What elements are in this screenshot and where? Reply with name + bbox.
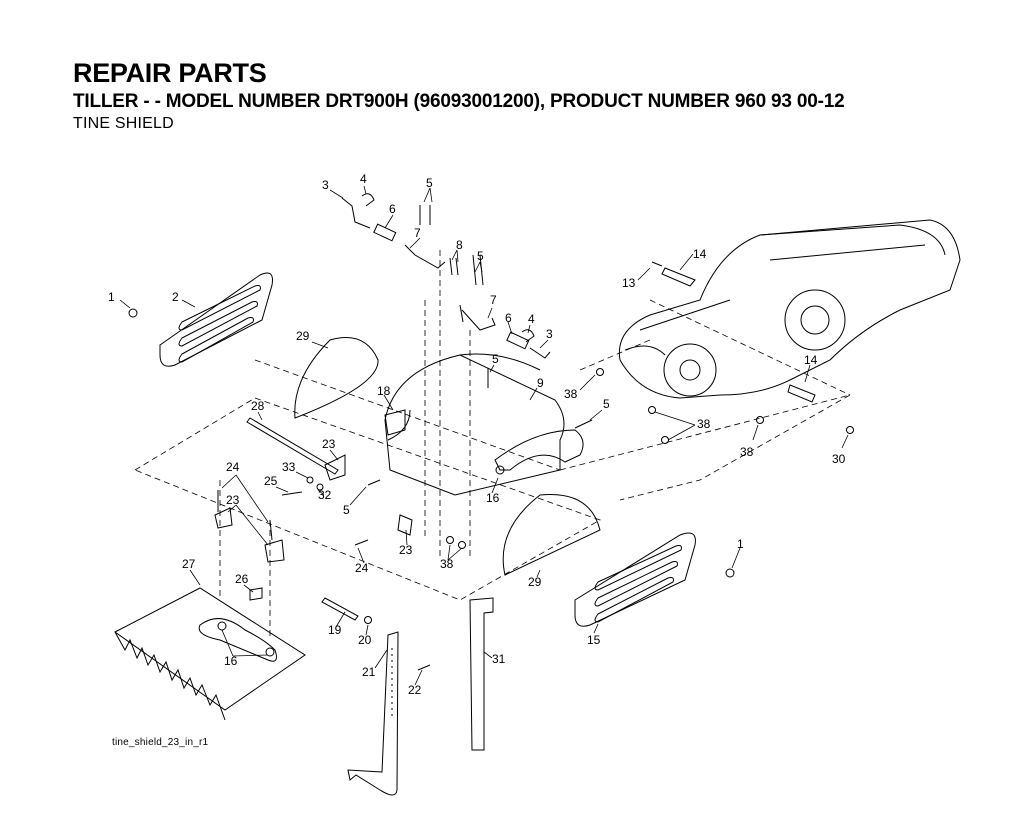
callout-label: 25 [264, 474, 278, 488]
section-title: TINE SHIELD [73, 115, 174, 132]
callout-label: 18 [377, 384, 391, 398]
callout-leaders [119, 185, 849, 686]
callout-label: 5 [343, 503, 350, 517]
callout-label: 38 [440, 557, 454, 571]
callout-label: 3 [546, 327, 553, 341]
side-plate-part-15 [574, 532, 696, 627]
bracket-part-14-lower [787, 384, 816, 403]
callout-label: 32 [318, 488, 332, 502]
callout-label: 4 [528, 312, 535, 326]
callout-label: 1 [737, 537, 744, 551]
callout-label: 4 [360, 172, 367, 186]
side-plate-part-2 [159, 272, 273, 367]
callout-label: 31 [492, 652, 506, 666]
rod-part-28 [246, 417, 339, 475]
callout-label: 38 [740, 445, 754, 459]
callout-label: 3 [322, 178, 329, 192]
flap-part-29-upper [294, 337, 379, 419]
rake-part-27 [114, 587, 306, 721]
callout-label: 30 [832, 452, 846, 466]
callout-label: 19 [328, 623, 342, 637]
callout-label: 21 [362, 665, 376, 679]
callout-label: 38 [697, 417, 711, 431]
callout-label: 24 [355, 561, 369, 575]
callout-label: 14 [693, 247, 707, 261]
callout-label: 33 [282, 460, 296, 474]
callout-label: 26 [235, 572, 249, 586]
callout-label: 23 [399, 543, 413, 557]
bolts [217, 261, 663, 671]
hinge-hardware-upper [341, 193, 459, 276]
page-header: REPAIR PARTS TILLER - - MODEL NUMBER DRT… [73, 58, 845, 134]
callout-label: 5 [426, 176, 433, 190]
callout-label: 1 [108, 290, 115, 304]
bracket-part-31 [469, 597, 494, 751]
callout-label: 23 [322, 437, 336, 451]
callout-label: 24 [226, 460, 240, 474]
model-subtitle: TILLER - - MODEL NUMBER DRT900H (9609300… [73, 91, 845, 112]
callout-label: 29 [528, 575, 542, 589]
callout-label: 16 [486, 491, 500, 505]
nuts-and-washers [128, 308, 854, 624]
callout-label: 14 [804, 353, 818, 367]
callout-label: 5 [477, 249, 484, 263]
callout-label: 2 [172, 290, 179, 304]
pin-part-19 [321, 597, 359, 621]
callout-label: 5 [492, 352, 499, 366]
callout-label: 28 [251, 399, 265, 413]
callout-label: 8 [456, 238, 463, 252]
callout-label: 9 [537, 376, 544, 390]
hinge-hardware-lower [459, 254, 551, 359]
callout-label: 15 [587, 633, 601, 647]
callout-label: 38 [564, 387, 578, 401]
callout-label: 7 [414, 226, 421, 240]
callout-label: 16 [224, 654, 238, 668]
depth-bar-part-21 [347, 631, 399, 796]
callout-label: 20 [358, 633, 372, 647]
callout-label: 22 [408, 683, 422, 697]
callout-label: 7 [490, 293, 497, 307]
callout-label: 29 [296, 329, 310, 343]
callout-label: 6 [389, 202, 396, 216]
callout-label: 23 [226, 493, 240, 507]
assembly-guide-lines [134, 250, 851, 640]
bracket-part-14-upper [661, 267, 696, 287]
callout-label: 6 [505, 311, 512, 325]
callout-label: 27 [182, 557, 196, 571]
callout-label: 5 [603, 397, 610, 411]
flap-part-29-lower [502, 493, 601, 576]
diagram-filename: tine_shield_23_in_r1 [112, 737, 209, 748]
tiller-transmission-housing [618, 219, 961, 399]
callout-label: 13 [622, 276, 636, 290]
page-title: REPAIR PARTS [73, 58, 267, 88]
tine-shield-hood-part-9 [384, 353, 584, 496]
